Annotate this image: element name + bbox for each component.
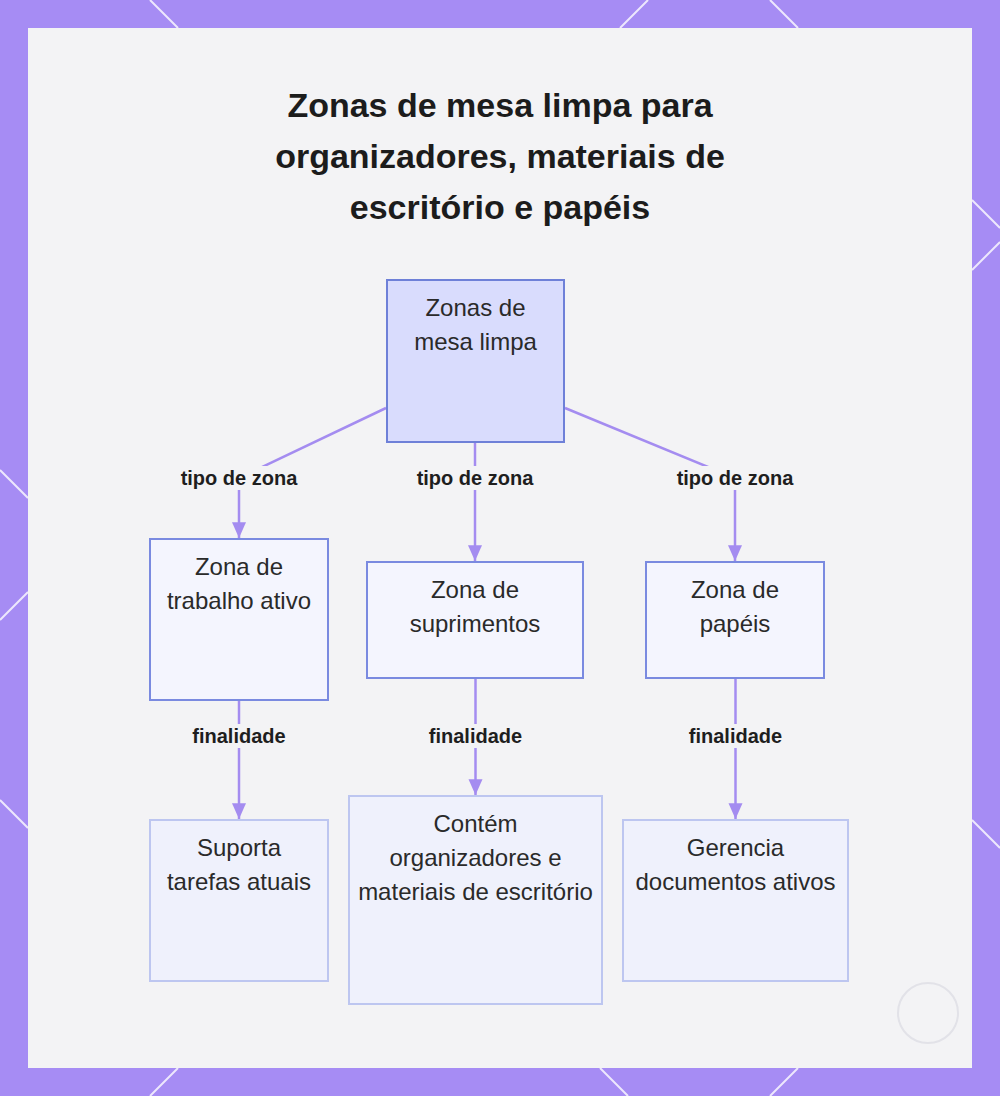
deco-line [150, 0, 178, 28]
deco-line [770, 1068, 798, 1096]
box-text: Zona de papéis [655, 573, 815, 641]
edge-label: tipo de zona [673, 466, 798, 490]
diagram-title: Zonas de mesa limpa para organizadores, … [220, 80, 780, 233]
connector-line [238, 701, 241, 819]
connector-line [474, 443, 477, 561]
edge-label: finalidade [685, 724, 786, 748]
panel: Zonas de mesa limpa para organizadores, … [28, 28, 972, 1068]
deco-line [0, 470, 28, 498]
box-text: Gerencia documentos ativos [632, 831, 839, 899]
zone-box: Zona de papéis [645, 561, 825, 679]
zone-box: Gerencia documentos ativos [622, 819, 849, 982]
box-text: Zonas de mesa limpa [396, 291, 555, 359]
box-text: Zona de suprimentos [376, 573, 574, 641]
deco-line [972, 820, 1000, 848]
deco-line [620, 0, 648, 28]
connector-line [734, 679, 737, 819]
deco-line [0, 800, 28, 828]
box-text: Zona de trabalho ativo [159, 550, 319, 618]
edge-label: finalidade [425, 724, 526, 748]
zone-box: Contém organizadores e materiais de escr… [348, 795, 603, 1005]
edge-label: tipo de zona [177, 466, 302, 490]
deco-line [770, 0, 798, 28]
deco-line [0, 592, 28, 620]
deco-line [150, 1068, 178, 1096]
zone-box: Zonas de mesa limpa [386, 279, 565, 443]
box-text: Suporta tarefas atuais [159, 831, 319, 899]
zone-box: Zona de trabalho ativo [149, 538, 329, 701]
zone-box: Zona de suprimentos [366, 561, 584, 679]
deco-line [600, 1068, 628, 1096]
deco-line [972, 200, 1000, 228]
zone-box: Suporta tarefas atuais [149, 819, 329, 982]
deco-line [972, 242, 1000, 270]
edge-label: finalidade [188, 724, 289, 748]
edge-label: tipo de zona [413, 466, 538, 490]
box-text: Contém organizadores e materiais de escr… [358, 807, 593, 909]
logo-mark [898, 983, 958, 1043]
